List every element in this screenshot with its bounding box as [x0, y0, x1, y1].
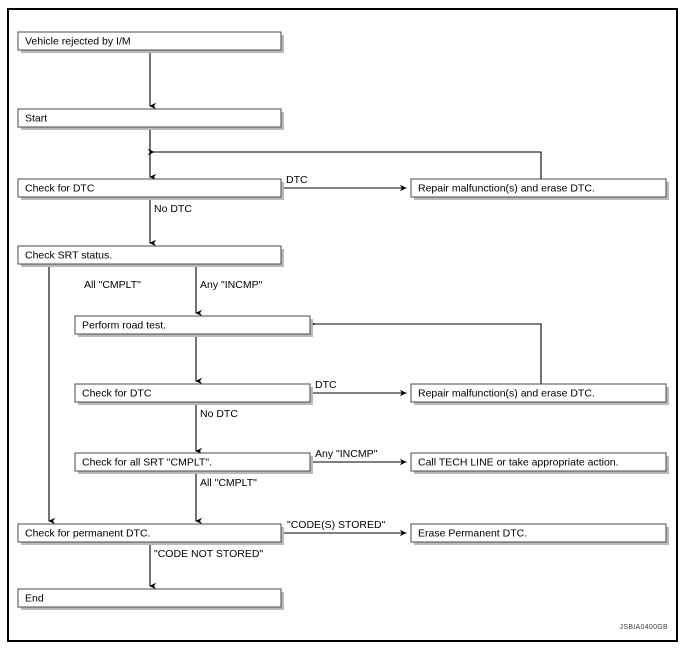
node-label: Check for DTC	[25, 182, 95, 194]
node-label: Call TECH LINE or take appropriate actio…	[418, 456, 619, 468]
node-call-tech-line[interactable]: Call TECH LINE or take appropriate actio…	[410, 452, 669, 474]
connectors	[48, 50, 542, 590]
edge-label-codes-stored: "CODE(S) STORED"	[287, 519, 386, 531]
node-label: End	[25, 592, 44, 604]
node-label: Check SRT status.	[25, 249, 112, 261]
node-label: Check for DTC	[82, 387, 152, 399]
node-vehicle-rejected[interactable]: Vehicle rejected by I/M	[17, 31, 284, 53]
node-label: Vehicle rejected by I/M	[25, 35, 131, 47]
edge-label-dtc-1: DTC	[286, 174, 308, 186]
edge-label-all-cmplt-1: All "CMPLT"	[84, 279, 141, 291]
node-repair-2[interactable]: Repair malfunction(s) and erase DTC.	[410, 383, 669, 405]
node-perform-road-test[interactable]: Perform road test.	[74, 315, 313, 337]
node-label: Repair malfunction(s) and erase DTC.	[418, 387, 595, 399]
node-repair-1[interactable]: Repair malfunction(s) and erase DTC.	[410, 178, 669, 200]
node-end[interactable]: End	[17, 588, 284, 610]
node-check-dtc-2[interactable]: Check for DTC	[74, 383, 313, 405]
node-label: Perform road test.	[82, 319, 166, 331]
node-label: Repair malfunction(s) and erase DTC.	[418, 182, 595, 194]
edge-label-code-not-stored: "CODE NOT STORED"	[154, 548, 263, 560]
node-check-dtc-1[interactable]: Check for DTC	[17, 178, 284, 200]
node-erase-permanent-dtc[interactable]: Erase Permanent DTC.	[410, 523, 669, 545]
figure-border	[7, 8, 678, 642]
edge-labels: DTC No DTC All "CMPLT" Any "INCMP" DTC N…	[84, 174, 386, 560]
node-check-permanent-dtc[interactable]: Check for permanent DTC.	[17, 523, 284, 545]
edge-label-any-incmp-2: Any "INCMP"	[315, 448, 378, 460]
figure-watermark: JSBIA0400GB	[620, 624, 668, 631]
edge-label-any-incmp-1: Any "INCMP"	[200, 279, 263, 291]
node-label: Erase Permanent DTC.	[418, 527, 527, 539]
node-start[interactable]: Start	[17, 108, 284, 130]
node-label: Check for all SRT "CMPLT".	[82, 456, 212, 468]
edge-repair-2-return	[308, 320, 542, 384]
node-label: Check for permanent DTC.	[25, 527, 150, 539]
node-check-srt-status[interactable]: Check SRT status.	[17, 245, 284, 267]
edge-label-all-cmplt-2: All "CMPLT"	[200, 477, 257, 489]
edge-repair-1-return	[147, 148, 542, 179]
node-check-all-srt[interactable]: Check for all SRT "CMPLT".	[74, 452, 313, 474]
node-label: Start	[25, 112, 47, 124]
edge-label-no-dtc-2: No DTC	[200, 408, 238, 420]
edge-label-dtc-2: DTC	[315, 379, 337, 391]
edge-label-no-dtc-1: No DTC	[154, 203, 192, 215]
